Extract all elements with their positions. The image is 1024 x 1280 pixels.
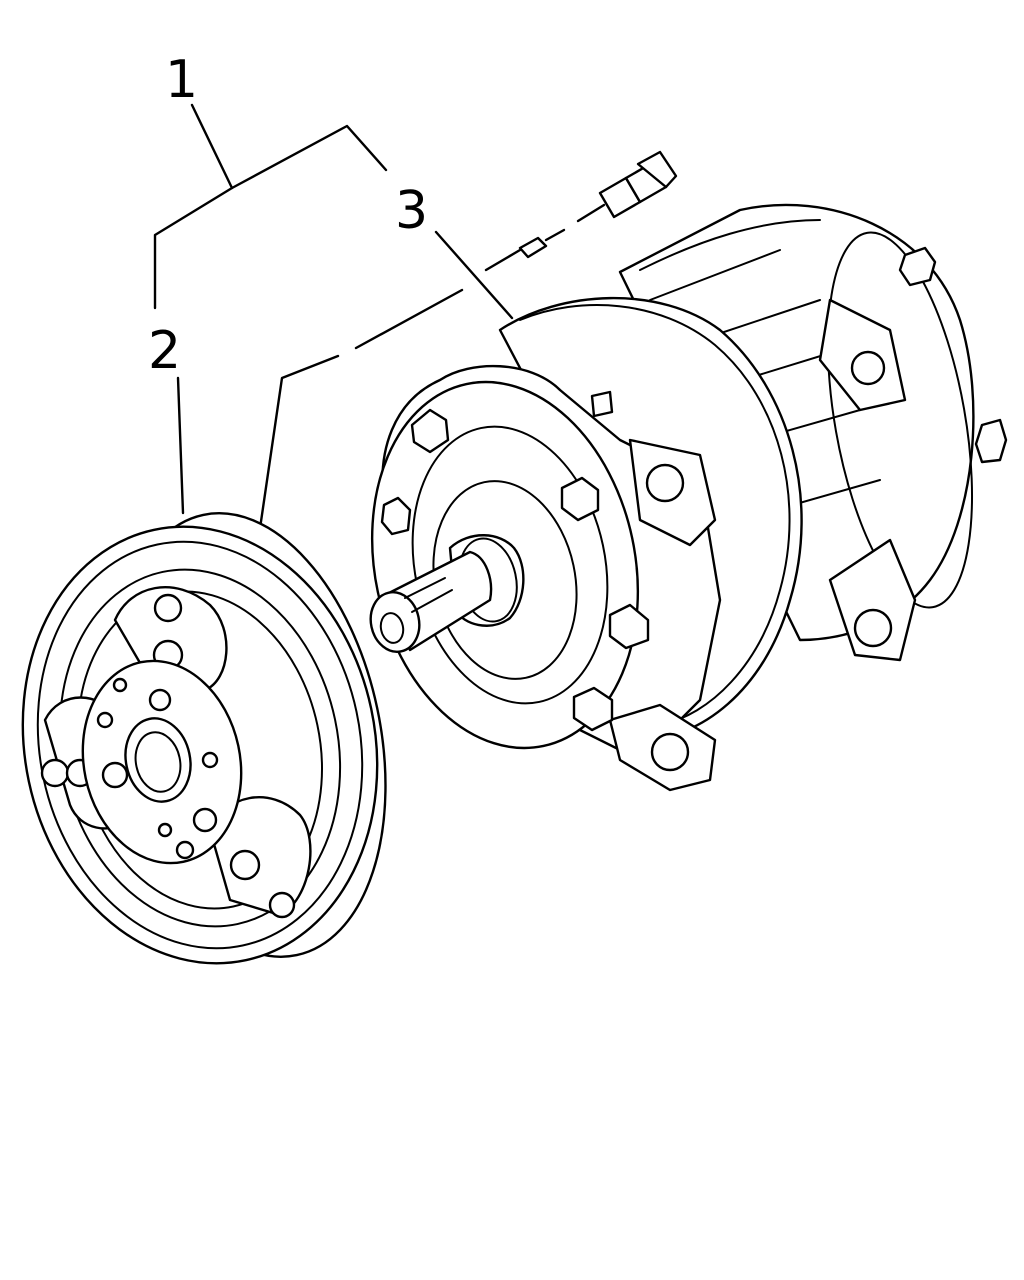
hub-hole-2 <box>148 688 172 712</box>
leader-line-3 <box>434 230 514 320</box>
mounting-ear-bottom <box>828 538 917 662</box>
electrical-lead <box>256 150 678 544</box>
lead-wire-dash-3 <box>544 228 566 242</box>
rivet-6 <box>268 891 296 919</box>
face-bolt-2 <box>560 476 600 522</box>
wire-terminal <box>518 236 548 259</box>
face-bolt-4 <box>572 686 614 732</box>
face-bolt-5 <box>380 496 412 536</box>
hub-bore-inner <box>134 731 182 793</box>
lead-wire-dash-4 <box>576 203 606 223</box>
lead-wire-dash-1 <box>354 288 464 350</box>
callout-label-2: 2 <box>148 321 181 381</box>
hub-hole-8 <box>175 840 195 860</box>
rivet-5 <box>229 849 261 881</box>
compressor-body <box>369 203 1008 792</box>
leader-line-1 <box>153 103 234 310</box>
clutch-pulley <box>21 512 387 965</box>
lead-wire <box>256 354 340 544</box>
hub-hole-4 <box>101 761 129 789</box>
callout-group: 1 2 3 <box>148 50 514 515</box>
hub-hole-3 <box>96 711 114 729</box>
rivet-1 <box>153 593 183 623</box>
hub-hole-5 <box>201 751 219 769</box>
callout-label-1: 1 <box>165 50 198 110</box>
face-tab-top <box>590 390 614 418</box>
rivet-3 <box>40 758 70 788</box>
hub-hole-1 <box>112 677 128 693</box>
connector-plug <box>598 150 678 219</box>
lead-wire-dash-2 <box>484 248 522 272</box>
leader-line-2 <box>176 376 185 515</box>
rear-bolt-top <box>898 246 937 287</box>
rear-bolt-side <box>974 418 1008 464</box>
hub-hole-7 <box>157 822 173 838</box>
face-bolt-1 <box>410 408 450 454</box>
leader-bracket-1 <box>230 124 388 190</box>
face-bolt-3 <box>608 603 650 650</box>
callout-label-3: 3 <box>395 181 428 241</box>
hub-hole-6 <box>192 807 218 833</box>
